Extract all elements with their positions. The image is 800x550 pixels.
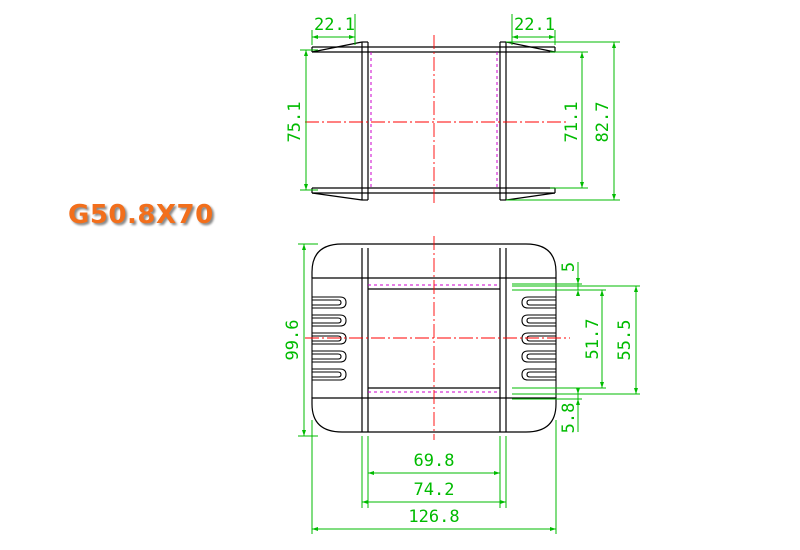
model-title: G50.8X70 xyxy=(68,200,214,230)
fin-slot-right-inner xyxy=(526,299,556,306)
top-view: 22.1 22.1 75.1 71.1 82.7 xyxy=(285,14,620,205)
fin-slot-right xyxy=(521,350,556,363)
bottom-view-arrowheads xyxy=(302,244,638,531)
fin-slot-left-inner xyxy=(312,299,342,306)
dim-top-flange-left: 22.1 xyxy=(314,15,355,35)
dim-top-flange-right: 22.1 xyxy=(514,15,555,35)
top-view-hidden-lines xyxy=(370,52,498,188)
top-view-dimension-lines xyxy=(300,14,620,201)
top-view-centerlines xyxy=(305,35,568,205)
dim-top-height-total: 82.7 xyxy=(593,102,613,143)
fin-slot-left-inner xyxy=(312,335,342,342)
dim-top-height-inner: 71.1 xyxy=(562,102,582,143)
bottom-view-dimension-lines xyxy=(298,243,640,534)
fin-slot-left-inner xyxy=(312,371,342,378)
dim-bottom-window-outer: 55.5 xyxy=(615,320,635,361)
fin-slot-right-inner xyxy=(526,335,556,342)
fin-slot-right-inner xyxy=(526,317,556,324)
dim-bottom-slot-width: 5 xyxy=(559,262,579,272)
fin-slot-right-inner xyxy=(526,353,556,360)
top-view-outline xyxy=(311,41,556,201)
bottom-view-dimension-labels: 99.6 5 51.7 55.5 5.8 69.8 74.2 126.8 xyxy=(283,262,635,527)
bottom-view-centerlines xyxy=(305,236,570,440)
fin-slot-left xyxy=(312,350,347,363)
top-view-arrowheads xyxy=(304,35,616,200)
dim-bottom-height-total: 99.6 xyxy=(283,320,303,361)
dim-top-height-outer: 75.1 xyxy=(285,102,305,143)
fin-slot-right-inner xyxy=(526,371,556,378)
dim-bottom-width-mid: 74.2 xyxy=(414,480,455,500)
dim-bottom-width-total: 126.8 xyxy=(408,507,459,527)
dim-bottom-width-inner: 69.8 xyxy=(414,451,455,471)
bottom-view-outline xyxy=(311,243,557,433)
fin-slot-right xyxy=(521,332,556,345)
fin-slot-left xyxy=(312,368,347,381)
top-view-dimension-labels: 22.1 22.1 75.1 71.1 82.7 xyxy=(285,15,613,142)
fin-slot-left xyxy=(312,332,347,345)
fin-slot-right xyxy=(521,314,556,327)
fin-slot-left-inner xyxy=(312,317,342,324)
fin-slot-left-inner xyxy=(312,353,342,360)
dim-bottom-window-inner: 51.7 xyxy=(583,319,603,360)
fin-slot-right xyxy=(521,296,556,309)
fin-slot-right xyxy=(521,368,556,381)
fin-slot-left xyxy=(312,314,347,327)
bottom-view: 99.6 5 51.7 55.5 5.8 69.8 74.2 126.8 xyxy=(283,236,640,534)
dim-bottom-margin: 5.8 xyxy=(559,403,579,434)
fin-slot-left xyxy=(312,296,347,309)
